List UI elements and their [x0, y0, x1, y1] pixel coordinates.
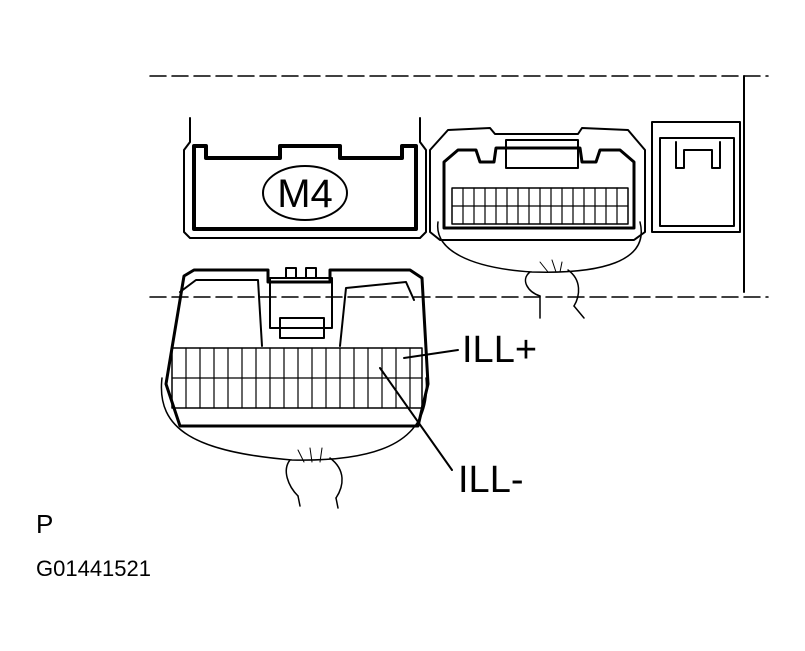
ill-minus-label: ILL- [458, 459, 523, 501]
small-connector [651, 121, 741, 233]
figure-letter: P [36, 509, 53, 539]
lower-connector [160, 267, 430, 509]
ill-minus-leader-line [379, 367, 453, 471]
m4-label-oval [262, 165, 348, 221]
connector-label: M4 [277, 172, 333, 216]
ill-plus-label: ILL+ [462, 329, 537, 371]
middle-connector [429, 127, 646, 319]
ill-plus-leader-line [403, 349, 459, 359]
figure-code: G01441521 [36, 556, 151, 581]
m4-connector [183, 117, 427, 239]
